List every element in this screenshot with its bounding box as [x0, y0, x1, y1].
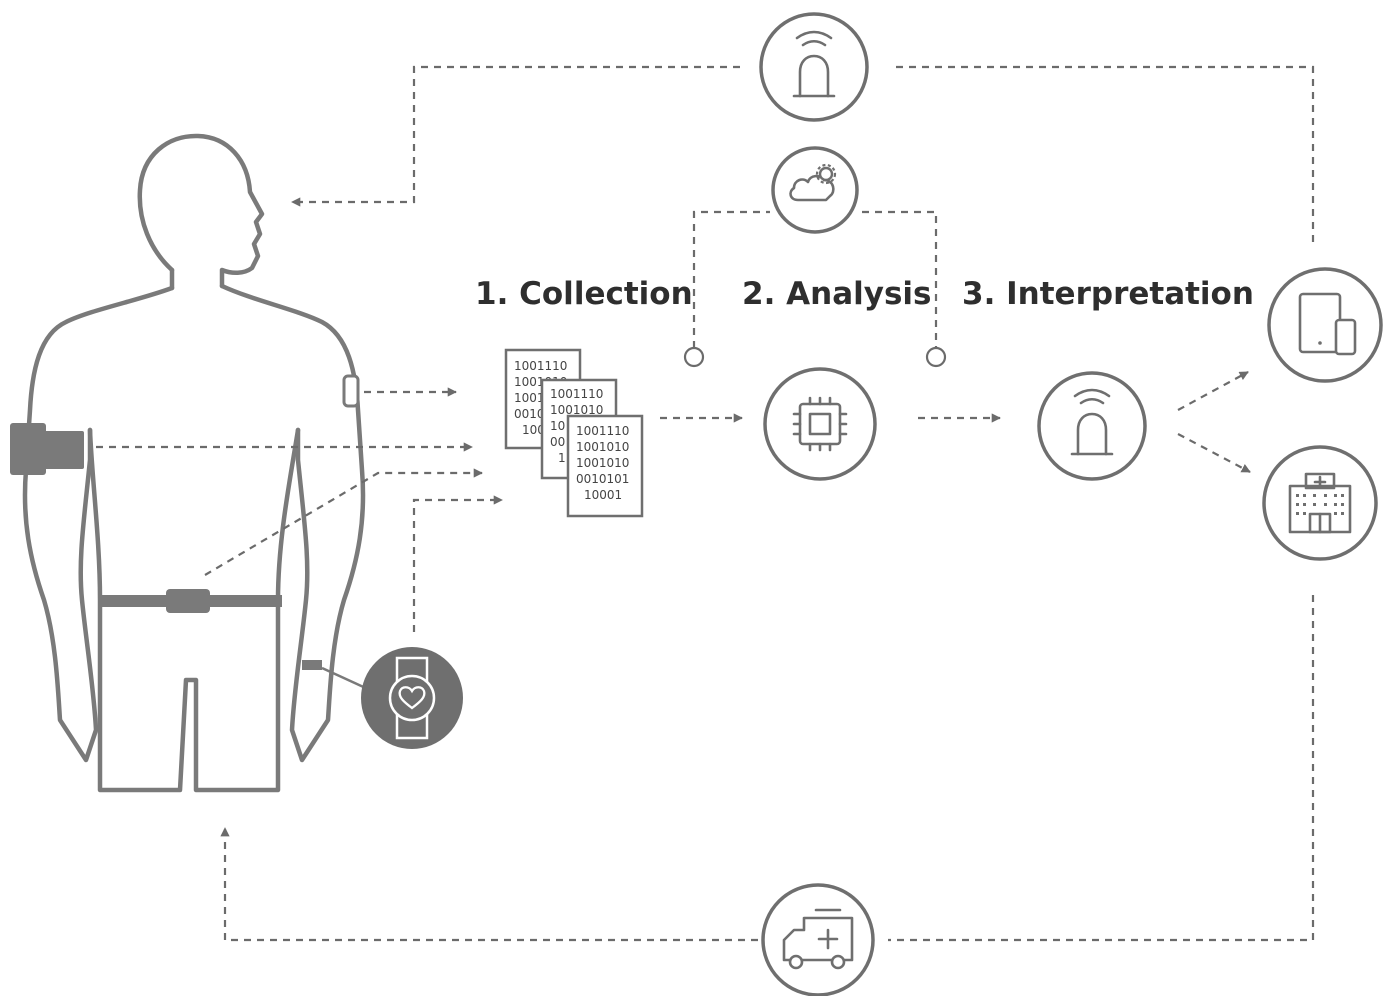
- stage-collection-label: 1. Collection: [475, 276, 693, 312]
- hospital-icon: [1262, 445, 1378, 561]
- svg-text:10001: 10001: [584, 488, 622, 502]
- svg-text:1001010: 1001010: [576, 440, 629, 454]
- svg-text:0010101: 0010101: [576, 472, 629, 486]
- stage-interpretation-label: 3. Interpretation: [962, 276, 1254, 312]
- human-figure: [10, 133, 371, 793]
- belt-sensor: [166, 589, 210, 613]
- arm-cuff-sensor: [44, 431, 84, 469]
- wrist-band: [302, 660, 322, 670]
- ambulance-icon: [761, 883, 875, 996]
- svg-text:1001: 1001: [514, 391, 545, 405]
- data-document-3: 1001110 1001010 1001010 0010101 10001: [566, 414, 644, 518]
- svg-text:10: 10: [550, 419, 565, 433]
- svg-text:1001110: 1001110: [576, 424, 629, 438]
- svg-text:1001010: 1001010: [576, 456, 629, 470]
- cpu-chip-icon: [763, 367, 877, 481]
- data-documents: 1001110 1001010 1001 0010 100 1001110 10…: [504, 348, 644, 518]
- shoulder-sensor: [342, 374, 360, 408]
- connectors: [96, 65, 1315, 942]
- arm-cuff: [10, 423, 46, 475]
- svg-text:00: 00: [550, 435, 565, 449]
- tablet-phone-icon: [1267, 267, 1383, 383]
- svg-text:0010: 0010: [514, 407, 545, 421]
- svg-text:1001110: 1001110: [514, 359, 567, 373]
- cloud-gear-icon: [771, 146, 859, 234]
- svg-text:1: 1: [558, 451, 566, 465]
- stage-analysis-label: 2. Analysis: [742, 276, 931, 312]
- alarm-bell-icon: [759, 12, 869, 122]
- svg-text:1001010: 1001010: [550, 403, 603, 417]
- smartwatch-callout: [361, 647, 463, 749]
- svg-text:1001110: 1001110: [550, 387, 603, 401]
- svg-text:100: 100: [522, 423, 545, 437]
- alarm-bell-icon-middle: [1037, 371, 1147, 481]
